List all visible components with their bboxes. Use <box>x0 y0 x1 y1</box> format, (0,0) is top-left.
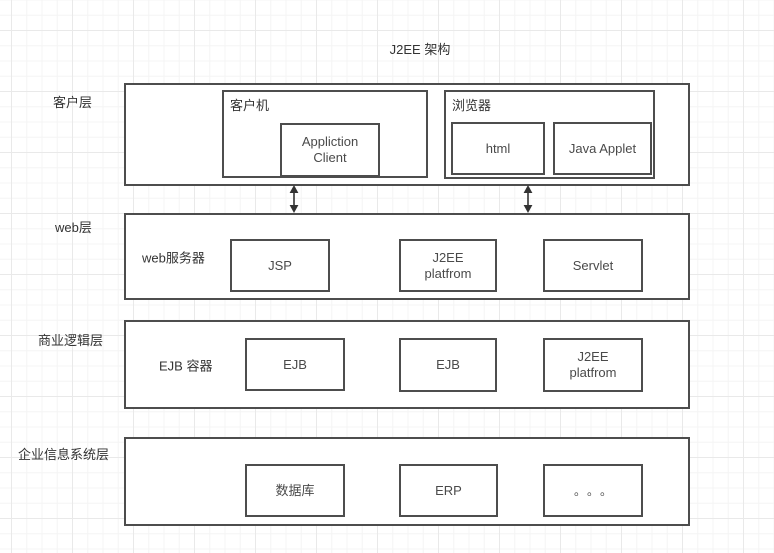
jsp-label: JSP <box>268 257 292 273</box>
eis-layer-box[interactable]: 数据库 ERP 。。。 <box>124 437 690 526</box>
business-layer-side-label[interactable]: 商业逻辑层 <box>38 333 104 348</box>
ejb1-box[interactable]: EJB <box>245 338 345 391</box>
ejb1-label: EJB <box>283 356 307 372</box>
ejb-container-label: EJB 容器 <box>159 358 213 373</box>
client-web-arrow-right[interactable] <box>522 185 534 213</box>
browser-box[interactable]: 浏览器 html Java Applet <box>444 90 655 179</box>
client-machine-box[interactable]: 客户机 Appliction Client <box>222 90 428 178</box>
web-layer-side-label[interactable]: web层 <box>55 220 92 235</box>
jsp-box[interactable]: JSP <box>230 239 330 292</box>
erp-label: ERP <box>435 482 462 498</box>
html-box[interactable]: html <box>451 122 545 175</box>
diagram-title[interactable]: J2EE 架构 <box>389 42 451 57</box>
ejb2-label: EJB <box>436 357 460 372</box>
client-machine-label: 客户机 <box>230 98 270 113</box>
appliction-client-box[interactable]: Appliction Client <box>280 123 380 177</box>
more-systems-label: 。。。 <box>573 483 619 498</box>
client-web-arrow-left[interactable] <box>288 185 300 213</box>
client-layer-box[interactable]: 客户机 Appliction Client 浏览器 html Java Appl… <box>124 83 690 186</box>
browser-label: 浏览器 <box>452 98 492 113</box>
web-layer-box[interactable]: web服务器 JSP J2EE platfrom Servlet <box>124 213 690 300</box>
erp-box[interactable]: ERP <box>399 464 498 517</box>
servlet-box[interactable]: Servlet <box>543 239 643 292</box>
appliction-client-label: Appliction Client <box>301 134 359 165</box>
web-j2ee-platform-label: J2EE platfrom <box>424 249 472 281</box>
eis-layer-side-label[interactable]: 企业信息系统层 <box>18 447 110 462</box>
more-systems-box[interactable]: 。。。 <box>543 464 643 517</box>
servlet-label: Servlet <box>572 257 614 273</box>
ejb2-box[interactable]: EJB <box>399 338 497 392</box>
database-box[interactable]: 数据库 <box>245 464 345 517</box>
web-server-label: web服务器 <box>142 250 205 265</box>
java-applet-box[interactable]: Java Applet <box>553 122 652 175</box>
business-layer-box[interactable]: EJB 容器 EJB EJB J2EE platfrom <box>124 320 690 409</box>
business-j2ee-platform-box[interactable]: J2EE platfrom <box>543 338 643 392</box>
business-j2ee-platform-label: J2EE platfrom <box>569 349 617 380</box>
html-label: html <box>485 140 511 156</box>
web-j2ee-platform-box[interactable]: J2EE platfrom <box>399 239 497 292</box>
client-layer-side-label[interactable]: 客户层 <box>53 95 93 110</box>
database-label: 数据库 <box>275 482 315 498</box>
java-applet-label: Java Applet <box>568 140 637 156</box>
